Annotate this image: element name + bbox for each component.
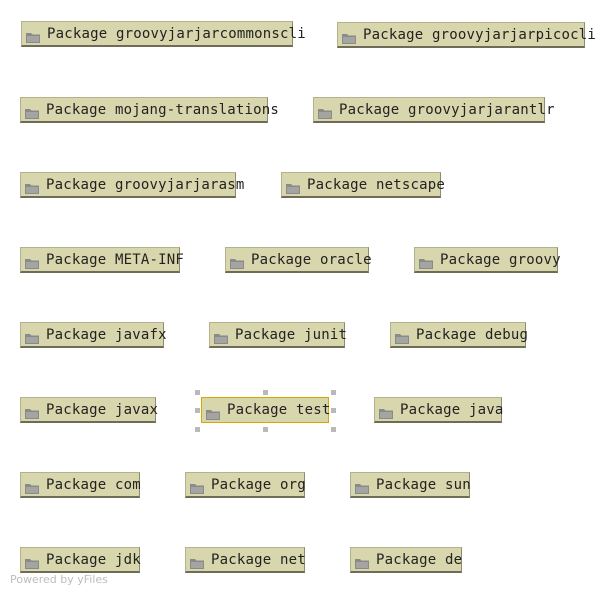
package-node-groovyjarjarcommonscli[interactable]: Package groovyjarjarcommonscli <box>21 21 306 47</box>
package-node-java[interactable]: Package java <box>374 397 504 423</box>
folder-icon <box>25 479 39 494</box>
folder-icon <box>25 254 39 269</box>
package-node-meta-inf[interactable]: Package META-INF <box>20 247 184 273</box>
folder-icon <box>355 554 369 569</box>
resize-handle-bottom-right[interactable] <box>331 427 336 432</box>
folder-icon <box>230 254 244 269</box>
folder-icon <box>25 404 39 419</box>
folder-icon <box>318 104 332 119</box>
package-label: Package javax <box>46 401 159 418</box>
package-label: Package junit <box>235 326 348 343</box>
package-node-test[interactable]: Package test <box>201 397 331 423</box>
folder-icon <box>25 329 39 344</box>
package-label: Package groovyjarjarcommonscli <box>47 25 306 42</box>
folder-icon <box>25 554 39 569</box>
folder-icon <box>190 554 204 569</box>
resize-handle-right[interactable] <box>331 408 336 413</box>
package-node-javax[interactable]: Package javax <box>20 397 159 423</box>
resize-handle-top-left[interactable] <box>195 390 200 395</box>
folder-icon <box>214 329 228 344</box>
package-node-javafx[interactable]: Package javafx <box>20 322 167 348</box>
package-node-debug[interactable]: Package debug <box>390 322 529 348</box>
package-label: Package mojang-translations <box>46 101 279 118</box>
package-label: Package groovyjarjarasm <box>46 176 245 193</box>
folder-icon <box>26 28 40 43</box>
package-label: Package debug <box>416 326 529 343</box>
package-node-groovyjarjarantlr[interactable]: Package groovyjarjarantlr <box>313 97 555 123</box>
package-node-oracle[interactable]: Package oracle <box>225 247 372 273</box>
package-node-groovyjarjarasm[interactable]: Package groovyjarjarasm <box>20 172 244 198</box>
folder-icon <box>206 405 220 420</box>
folder-icon <box>355 479 369 494</box>
package-node-netscape[interactable]: Package netscape <box>281 172 445 198</box>
package-label: Package groovy <box>440 251 561 268</box>
resize-handle-bottom[interactable] <box>263 427 268 432</box>
package-label: Package net <box>211 551 306 568</box>
package-label: Package oracle <box>251 251 372 268</box>
package-node-groovy[interactable]: Package groovy <box>414 247 561 273</box>
package-label: Package javafx <box>46 326 167 343</box>
resize-handle-bottom-left[interactable] <box>195 427 200 432</box>
package-node-mojang-translations[interactable]: Package mojang-translations <box>20 97 279 123</box>
folder-icon <box>286 179 300 194</box>
package-node-de[interactable]: Package de <box>350 547 462 573</box>
folder-icon <box>395 329 409 344</box>
package-label: Package groovyjarjarantlr <box>339 101 555 118</box>
package-label: Package java <box>400 401 504 418</box>
package-label: Package com <box>46 476 141 493</box>
package-label: Package org <box>211 476 306 493</box>
folder-icon <box>379 404 393 419</box>
resize-handle-left[interactable] <box>195 408 200 413</box>
package-node-com[interactable]: Package com <box>20 472 141 498</box>
resize-handle-top[interactable] <box>263 390 268 395</box>
resize-handle-top-right[interactable] <box>331 390 336 395</box>
folder-icon <box>419 254 433 269</box>
package-label: Package sun <box>376 476 471 493</box>
folder-icon <box>25 179 39 194</box>
folder-icon <box>190 479 204 494</box>
package-node-sun[interactable]: Package sun <box>350 472 471 498</box>
package-label: Package netscape <box>307 176 446 193</box>
package-label: Package META-INF <box>46 251 185 268</box>
package-label: Package jdk <box>46 551 141 568</box>
package-node-net[interactable]: Package net <box>185 547 306 573</box>
folder-icon <box>25 104 39 119</box>
package-node-org[interactable]: Package org <box>185 472 306 498</box>
package-label: Package groovyjarjarpicocli <box>363 26 596 43</box>
yfiles-watermark: Powered by yFiles <box>10 573 108 586</box>
package-label: Package de <box>376 551 463 568</box>
package-label: Package test <box>227 402 331 418</box>
package-node-groovyjarjarpicocli[interactable]: Package groovyjarjarpicocli <box>337 22 596 48</box>
package-node-junit[interactable]: Package junit <box>209 322 348 348</box>
package-node-jdk[interactable]: Package jdk <box>20 547 141 573</box>
folder-icon <box>342 29 356 44</box>
